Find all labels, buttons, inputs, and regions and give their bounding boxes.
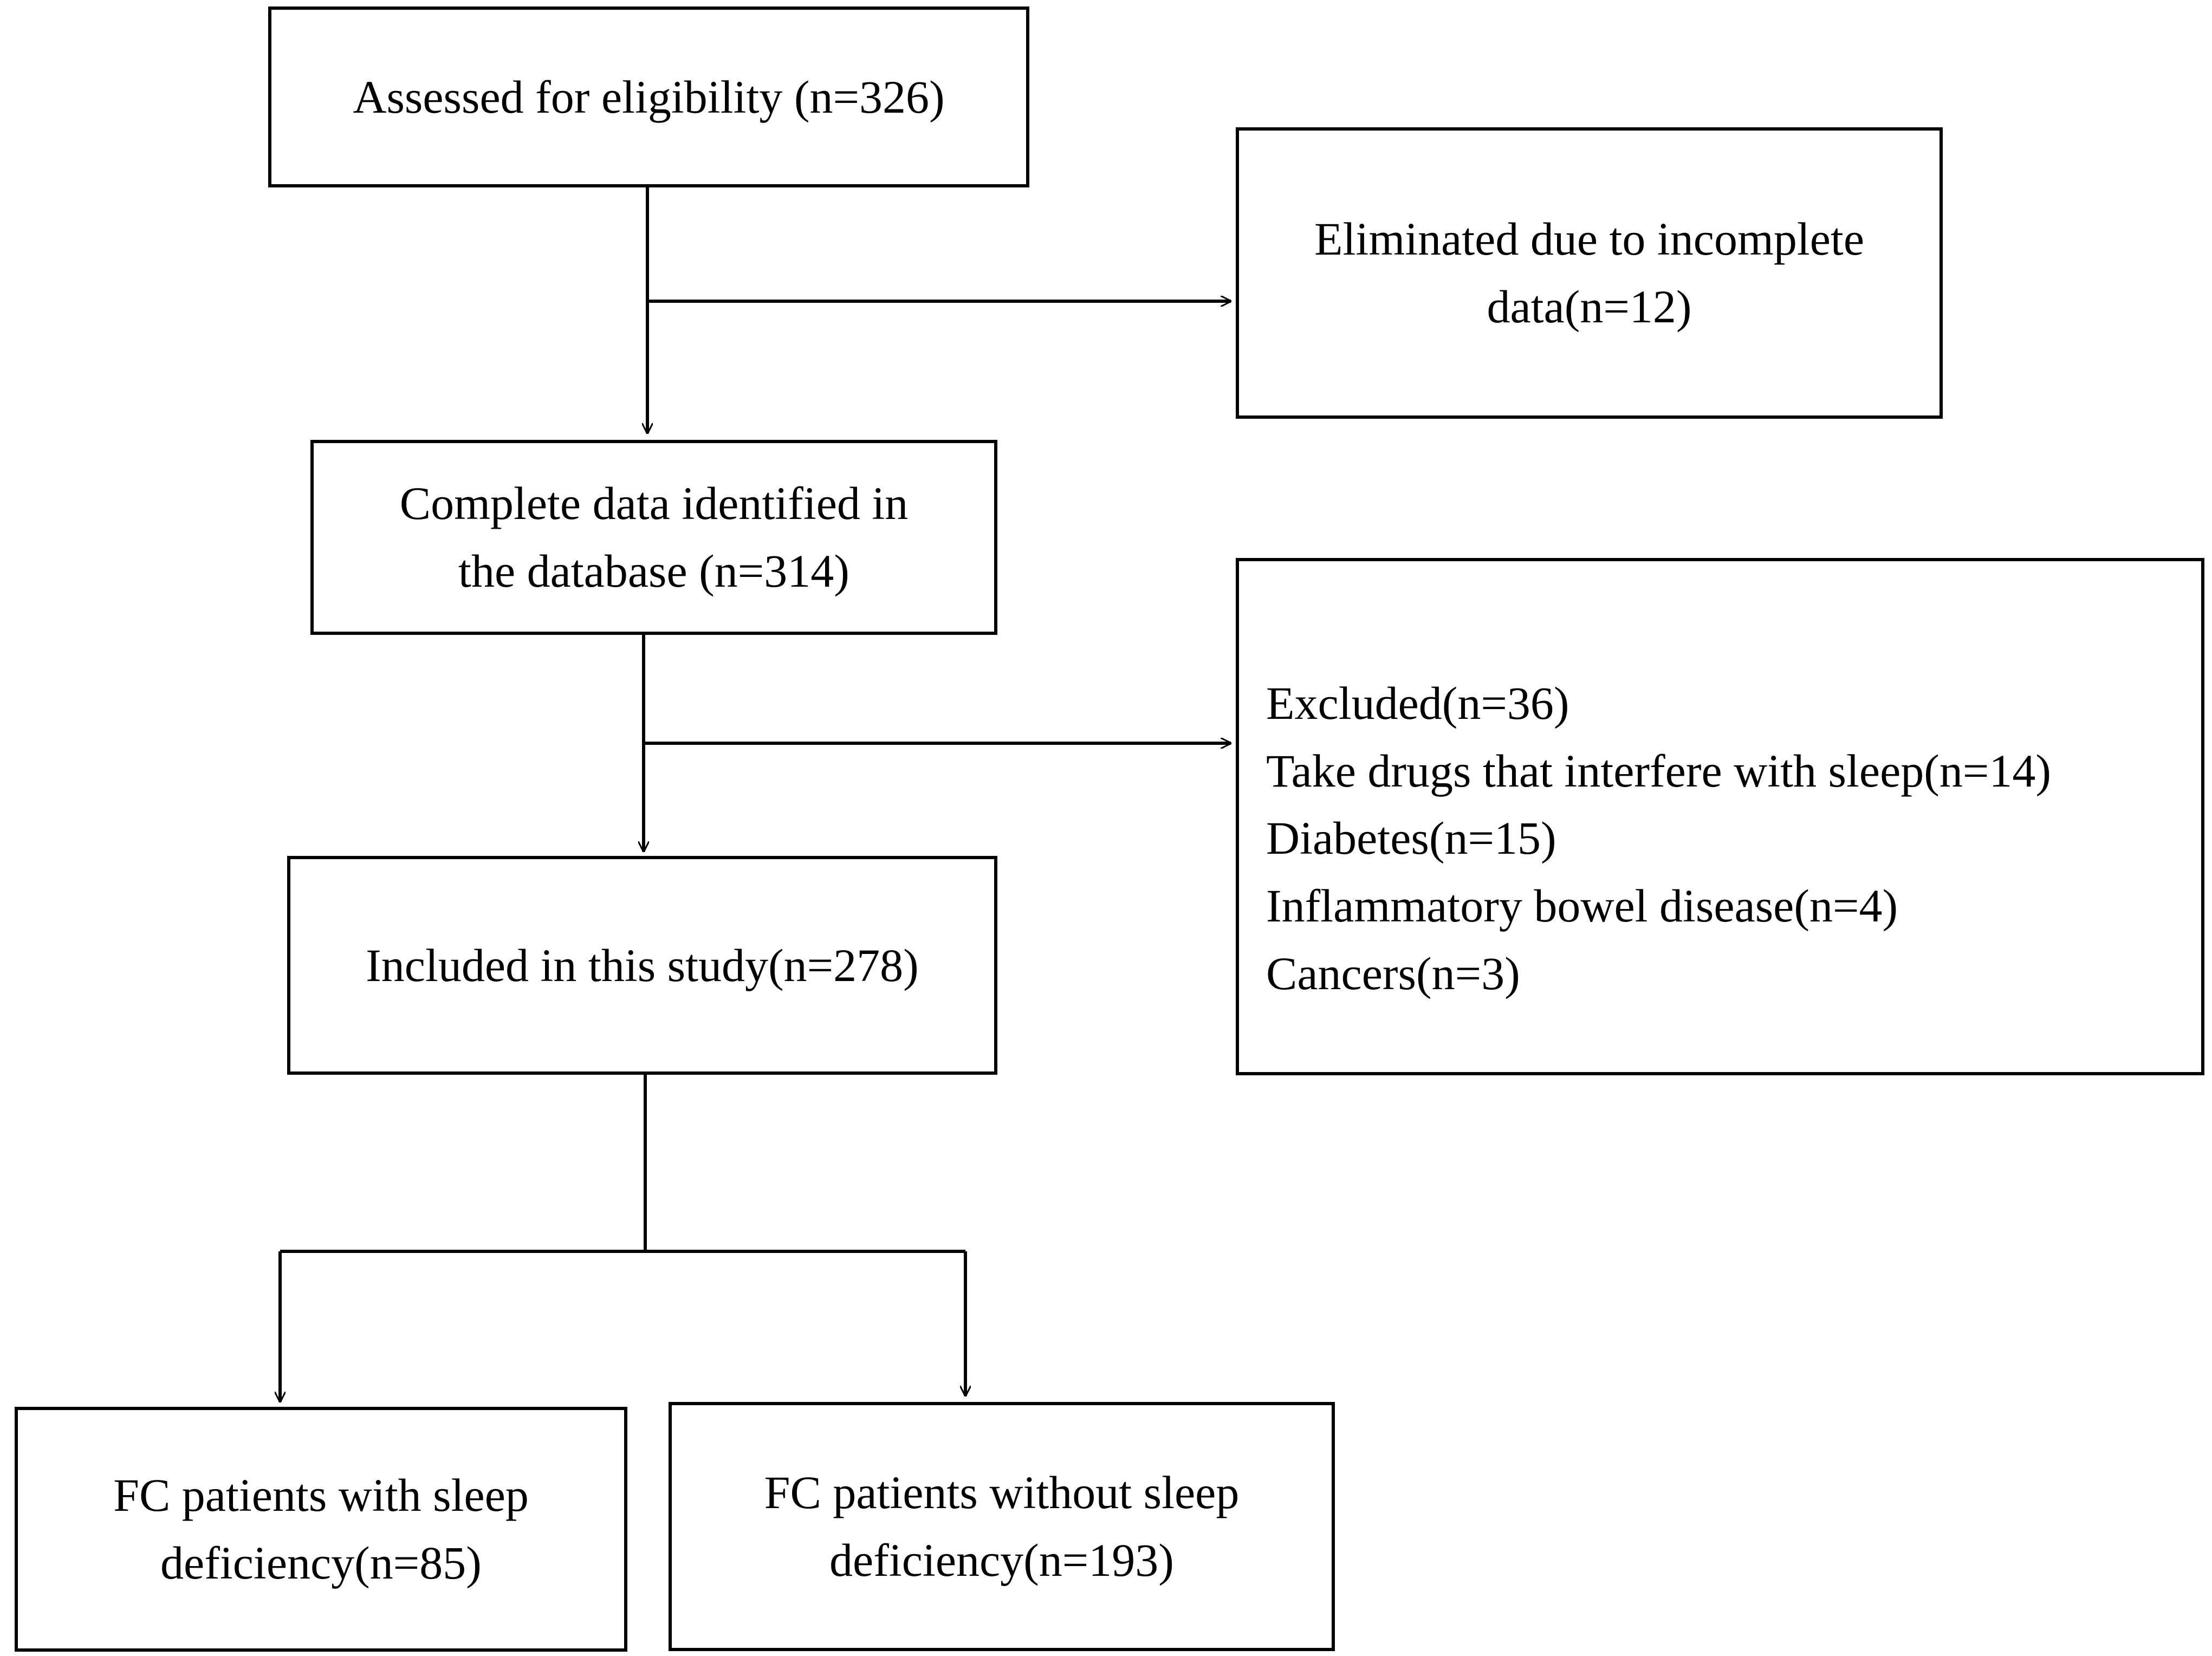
node-with-sleep-line-2: deficiency(n=85) [160, 1537, 482, 1589]
node-included-line-1: Included in this study(n=278) [366, 939, 919, 991]
node-included: Included in this study(n=278) [287, 856, 997, 1075]
node-excluded-line-2: Take drugs that interfere with sleep(n=1… [1266, 744, 2052, 797]
node-excluded-line-3: Diabetes(n=15) [1266, 812, 1556, 865]
node-excluded-line-1: Excluded(n=36) [1266, 677, 1569, 729]
node-without-sleep-line-1: FC patients without sleep [764, 1466, 1240, 1519]
node-excluded: Excluded(n=36) Take drugs that interfere… [1236, 558, 2204, 1075]
node-without-sleep-deficiency: FC patients without sleep deficiency(n=1… [669, 1402, 1335, 1651]
node-eliminated-line-1: Eliminated due to incomplete [1314, 213, 1864, 265]
node-complete: Complete data identified in the database… [310, 440, 997, 635]
node-without-sleep-line-2: deficiency(n=193) [829, 1534, 1174, 1586]
node-complete-line-1: Complete data identified in [399, 477, 909, 530]
node-with-sleep-line-1: FC patients with sleep [113, 1469, 529, 1522]
node-complete-line-2: the database (n=314) [458, 545, 849, 597]
node-with-sleep-deficiency: FC patients with sleep deficiency(n=85) [15, 1407, 627, 1652]
node-excluded-line-4: Inflammatory bowel disease(n=4) [1266, 880, 1898, 932]
node-eliminated-line-2: data(n=12) [1487, 281, 1692, 333]
node-eliminated: Eliminated due to incomplete data(n=12) [1236, 127, 1943, 419]
node-assessed-line-1: Assessed for eligibility (n=326) [353, 70, 945, 123]
node-assessed: Assessed for eligibility (n=326) [268, 7, 1029, 187]
node-excluded-line-5: Cancers(n=3) [1266, 947, 1520, 999]
